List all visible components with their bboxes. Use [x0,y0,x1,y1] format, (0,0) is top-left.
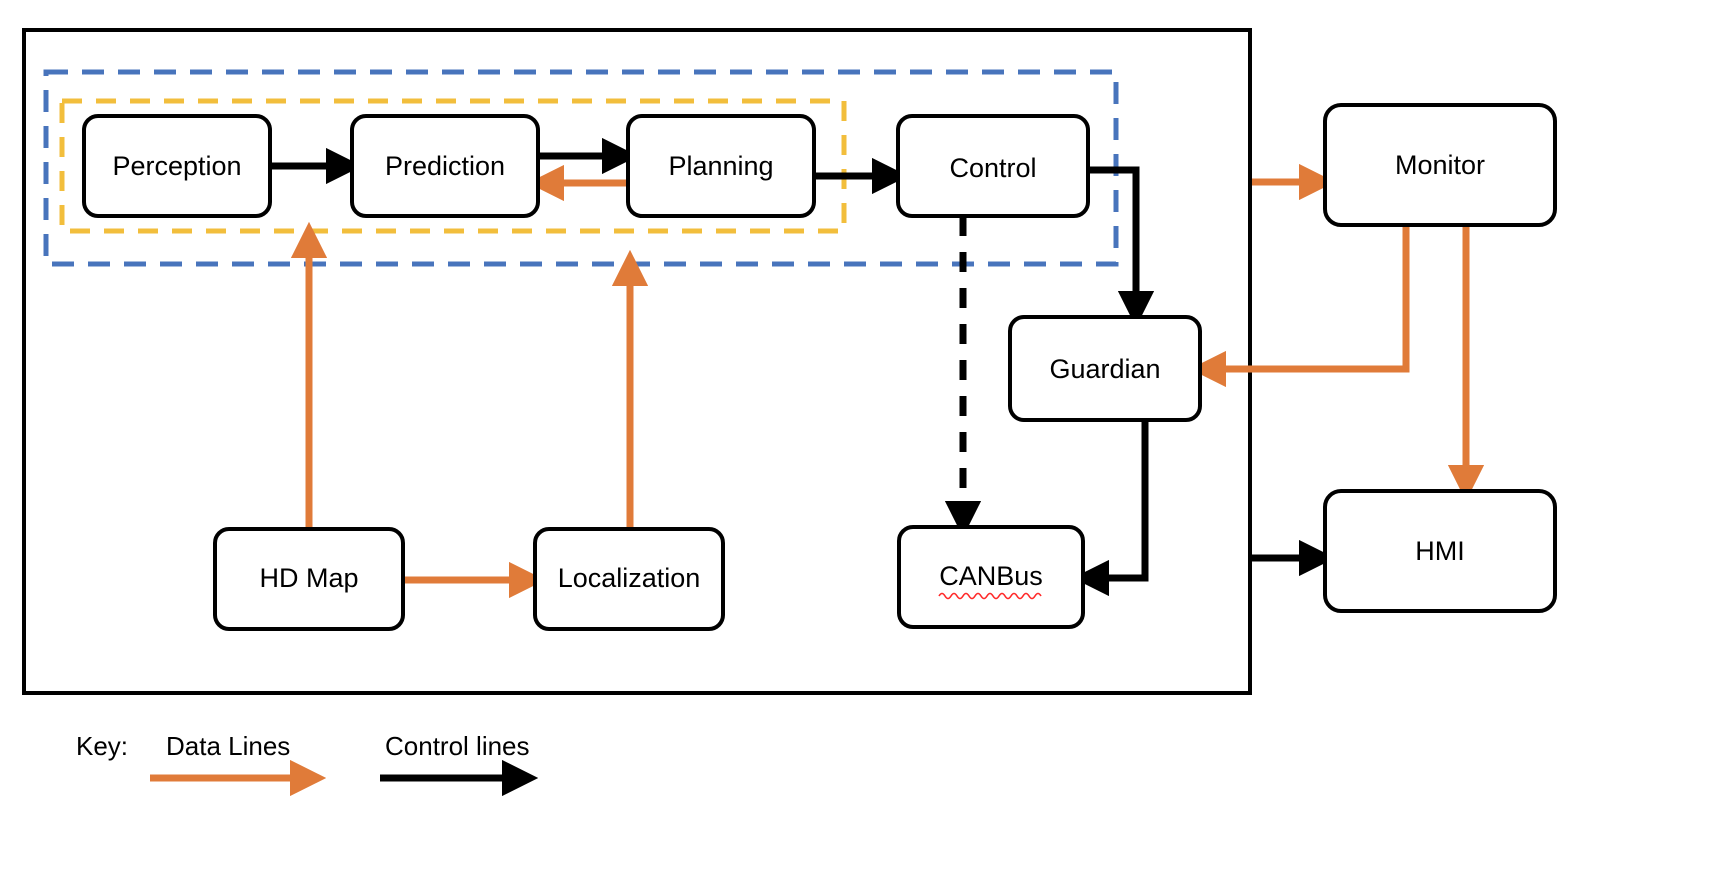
node-perception-box[interactable] [82,114,272,218]
node-planning-box[interactable] [626,114,816,218]
node-hd-map-label: HD Map [259,563,358,593]
node-hd-map[interactable]: HD Map [213,527,405,631]
node-localization-label: Localization [558,563,701,593]
edge-control-to-guardian [1088,166,1155,328]
node-monitor[interactable]: Monitor [1323,103,1557,227]
legend-data-lines-label: Data Lines [166,731,290,761]
node-guardian-label: Guardian [1049,354,1160,384]
node-prediction[interactable]: Prediction [350,114,540,218]
system-boundary-frame [22,28,1252,695]
node-hmi-box[interactable] [1323,489,1557,613]
node-canbus[interactable]: CANBus [897,525,1085,629]
edge-guardian-to-canbus [1072,420,1149,597]
node-hmi-label: HMI [1415,536,1465,566]
node-monitor-label: Monitor [1395,150,1485,180]
node-canbus-label: CANBus [939,561,1043,591]
node-perception-label: Perception [112,151,241,181]
node-hmi[interactable]: HMI [1323,489,1557,613]
group-yellow-boundary [59,98,847,234]
edge-monitor-to-guardian [1189,225,1410,388]
legend-control-lines-label: Control lines [385,731,530,761]
node-guardian[interactable]: Guardian [1008,315,1202,422]
node-localization-box[interactable] [533,527,725,631]
node-guardian-box[interactable] [1008,315,1202,422]
node-monitor-box[interactable] [1323,103,1557,227]
node-localization[interactable]: Localization [533,527,725,631]
legend-key-label: Key: [76,731,128,761]
node-control[interactable]: Control [896,114,1090,218]
node-planning[interactable]: Planning [626,114,816,218]
node-prediction-box[interactable] [350,114,540,218]
node-hd-map-box[interactable] [213,527,405,631]
legend: Key: Data Lines Control lines [76,731,539,797]
node-control-label: Control [949,153,1036,183]
spellcheck-underline-icon [938,592,1042,600]
node-canbus-box[interactable] [897,525,1085,629]
node-control-box[interactable] [896,114,1090,218]
node-perception[interactable]: Perception [82,114,272,218]
node-planning-label: Planning [668,151,773,181]
node-prediction-label: Prediction [385,151,505,181]
